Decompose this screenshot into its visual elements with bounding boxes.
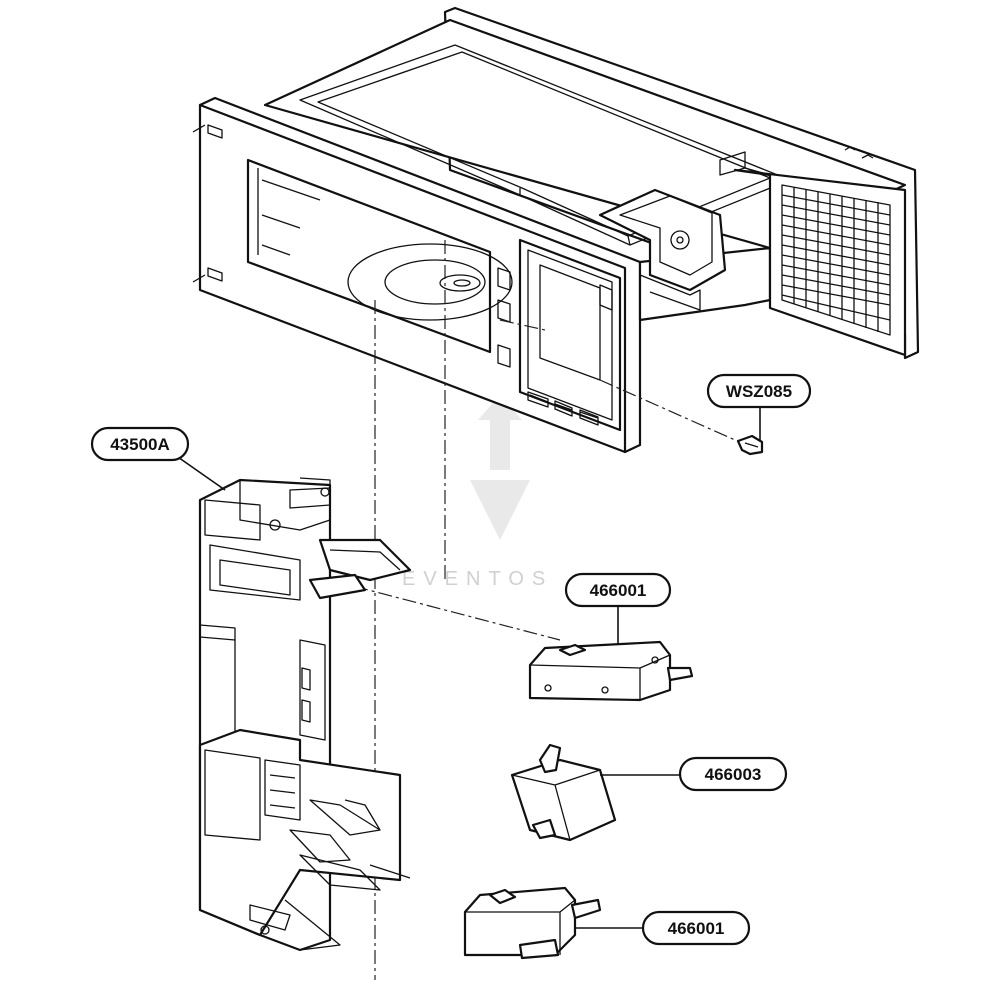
switch-466003 [510, 743, 617, 842]
microwave-cavity-assembly [192, 6, 920, 454]
callout-label: 466001 [668, 919, 725, 938]
callout-label: 43500A [110, 435, 170, 454]
callout-466001-upper: 466001 [564, 572, 672, 608]
vent-grille [781, 184, 891, 336]
watermark: EVENTOS [402, 395, 553, 590]
callout-label: 466003 [705, 765, 762, 784]
watermark-text: EVENTOS [402, 568, 553, 590]
callout-wsz085: WSZ085 [706, 373, 812, 409]
callout-43500a: 43500A [90, 426, 190, 462]
switch-466001-upper [528, 640, 694, 702]
latch-bracket-43500a [198, 477, 412, 952]
callout-label: 466001 [590, 581, 647, 600]
callout-label: WSZ085 [726, 382, 792, 401]
screw-wsz085 [736, 434, 764, 456]
callout-466003: 466003 [678, 756, 788, 792]
switch-466001-lower [463, 886, 602, 960]
callout-466001-lower: 466001 [641, 910, 751, 946]
leader-lines [174, 405, 761, 929]
